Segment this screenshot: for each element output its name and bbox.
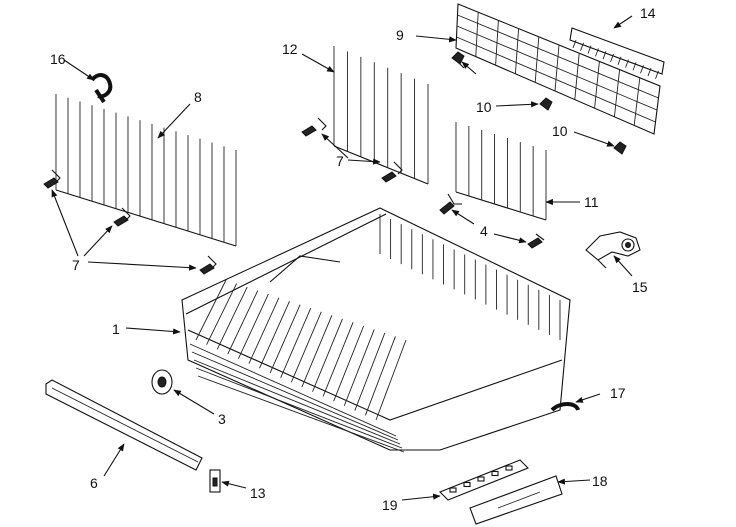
clip-part-7-left-lower — [199, 255, 217, 275]
tine-row-part-8 — [55, 94, 237, 247]
label-part-6: 6 — [90, 475, 98, 491]
label-part-7-left: 7 — [72, 257, 80, 273]
tine-row-part-11 — [455, 122, 547, 221]
clip-part-10-middle — [539, 97, 553, 111]
dish-rack-part-1 — [181, 207, 571, 453]
label-part-9: 9 — [396, 27, 404, 43]
label-part-3: 3 — [218, 411, 226, 427]
leader-lines — [51, 15, 633, 501]
label-part-18: 18 — [592, 473, 608, 489]
comb-bar-part-14 — [569, 27, 665, 79]
grid-shield-part-9 — [455, 3, 661, 135]
hook-clip-part-16 — [90, 73, 113, 104]
clip-part-7-left-middle — [113, 207, 131, 227]
label-part-13: 13 — [250, 485, 266, 501]
tine-row-part-12 — [333, 46, 429, 185]
label-part-1: 1 — [112, 321, 120, 337]
rail-part-6 — [45, 379, 203, 471]
clip-part-10-upper — [451, 51, 465, 69]
clip-part-4-lower — [527, 233, 545, 249]
wheel-bracket-part-15 — [585, 231, 641, 269]
cover-part-18 — [469, 475, 563, 525]
label-part-17: 17 — [610, 385, 626, 401]
label-part-11: 11 — [584, 194, 599, 210]
label-part-7-mid: 7 — [336, 153, 344, 169]
part-labels: 16 8 12 9 14 10 10 7 11 4 7 15 1 3 17 6 … — [50, 5, 656, 513]
clip-part-7-mid-lower — [381, 161, 403, 183]
label-part-16: 16 — [50, 51, 66, 67]
wheel-part-3 — [151, 369, 173, 395]
label-part-4: 4 — [480, 223, 488, 239]
label-part-15: 15 — [632, 279, 648, 295]
clip-part-4-upper — [439, 193, 462, 215]
stop-part-13 — [209, 469, 221, 493]
label-part-10-upper: 10 — [476, 99, 492, 115]
label-part-14: 14 — [640, 5, 656, 21]
hook-part-17 — [550, 402, 580, 412]
bracket-part-19 — [439, 459, 529, 501]
label-part-19: 19 — [382, 497, 398, 513]
label-part-12: 12 — [282, 41, 298, 57]
label-part-8: 8 — [194, 89, 202, 105]
label-part-10-lower: 10 — [552, 123, 568, 139]
clip-part-7-mid-upper — [301, 117, 327, 137]
clip-part-10-lower — [613, 141, 627, 155]
clip-part-7-left-upper — [43, 169, 61, 189]
